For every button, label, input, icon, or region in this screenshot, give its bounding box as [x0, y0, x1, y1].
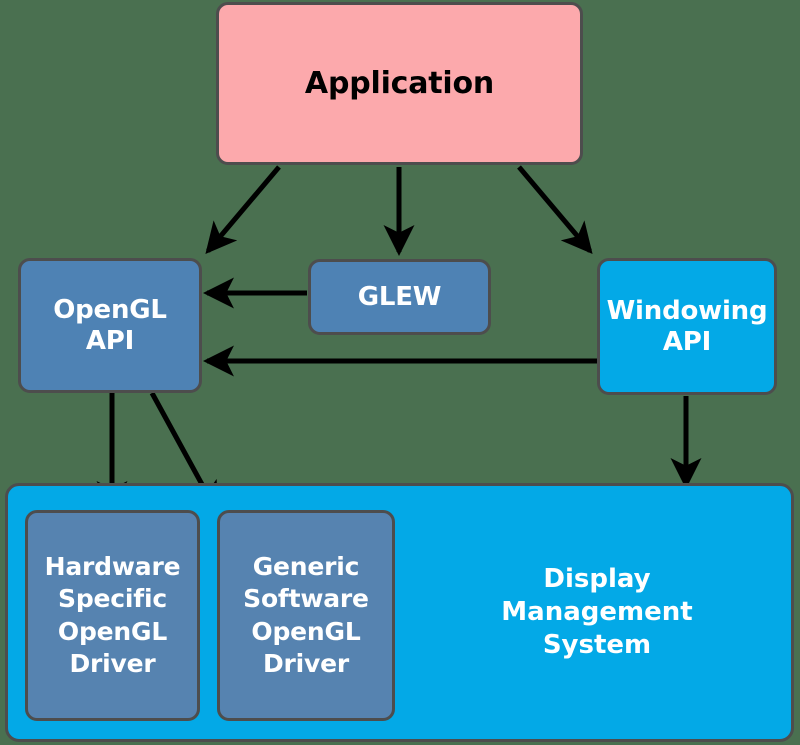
node-windowing-api: Windowing API	[597, 258, 777, 395]
node-hardware-specific-opengl-driver: Hardware Specific OpenGL Driver	[25, 510, 200, 721]
edge-application-to-opengl-api	[205, 165, 281, 255]
node-application: Application	[216, 2, 583, 165]
node-opengl-api: OpenGL API	[18, 258, 202, 393]
edge-application-to-windowing-api	[517, 165, 593, 255]
node-generic-software-opengl-driver: Generic Software OpenGL Driver	[217, 510, 395, 721]
node-display-management-system-label: Display Management System	[501, 563, 693, 661]
node-glew: GLEW	[308, 259, 491, 335]
